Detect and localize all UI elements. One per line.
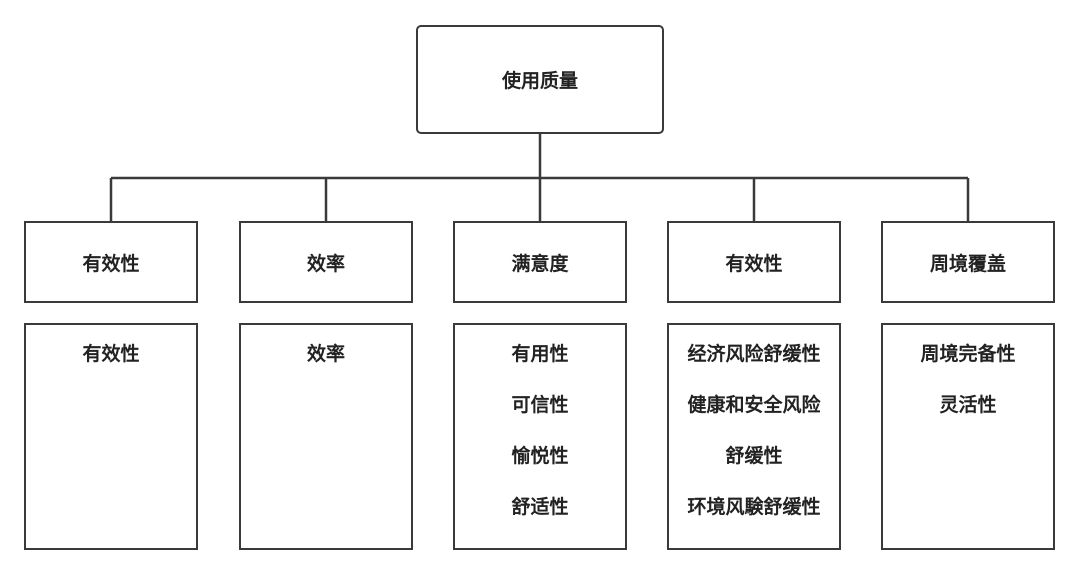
category-label-4: 有效性 — [725, 252, 783, 275]
detail-box-4: 经济风险舒缓性 健康和安全风险 舒缓性 环境风験舒缓性 — [667, 323, 841, 550]
detail-item: 经济风险舒缓性 — [687, 343, 821, 365]
detail-item: 有用性 — [511, 343, 569, 365]
detail-box-5: 周境完备性 灵活性 — [881, 323, 1055, 550]
root-node: 使用质量 — [416, 25, 664, 134]
category-node-4: 有效性 — [667, 221, 841, 303]
detail-item: 环境风験舒缓性 — [687, 496, 821, 518]
detail-item: 灵活性 — [939, 394, 997, 416]
category-label-2: 效率 — [306, 252, 345, 275]
category-label-1: 有效性 — [82, 252, 140, 275]
detail-box-1: 有效性 — [24, 323, 198, 550]
detail-box-3: 有用性 可信性 愉悦性 舒适性 — [453, 323, 627, 550]
detail-box-2: 效率 — [239, 323, 413, 550]
category-label-3: 满意度 — [511, 252, 569, 275]
detail-item: 有效性 — [82, 343, 140, 365]
category-node-1: 有效性 — [24, 221, 198, 303]
detail-item: 愉悦性 — [511, 445, 569, 467]
detail-item: 健康和安全风险 — [687, 394, 821, 416]
detail-item: 舒缓性 — [725, 445, 783, 467]
category-node-3: 满意度 — [453, 221, 627, 303]
category-node-2: 效率 — [239, 221, 413, 303]
detail-item: 效率 — [306, 343, 345, 365]
category-label-5: 周境覆盖 — [929, 252, 1006, 275]
detail-item: 周境完备性 — [920, 343, 1016, 365]
category-node-5: 周境覆盖 — [881, 221, 1055, 303]
detail-item: 舒适性 — [511, 496, 569, 518]
detail-item: 可信性 — [511, 394, 569, 416]
root-label: 使用质量 — [501, 70, 578, 92]
